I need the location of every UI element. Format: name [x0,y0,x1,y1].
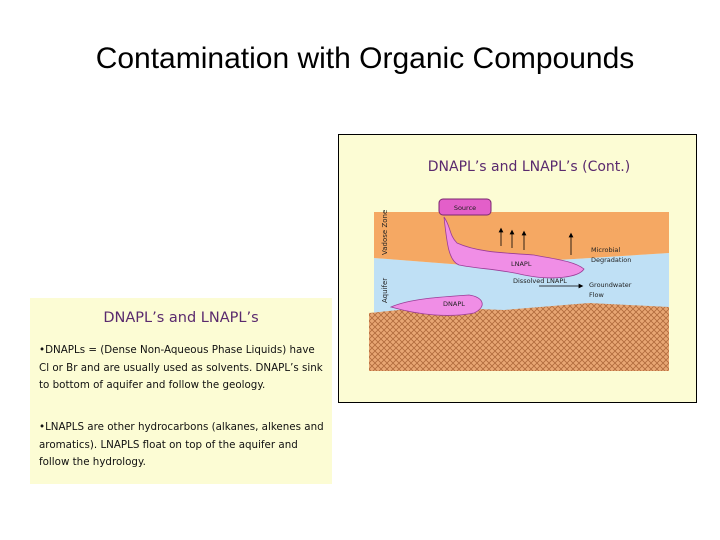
lnapl-label: LNAPL [511,260,532,268]
source-box [438,198,492,216]
bedrock-layer [369,303,669,371]
napl-cross-section-figure: DNAPL’s and LNAPL’s (Cont.) Source Vados… [338,134,697,403]
dnapl-pool [389,294,483,316]
panel-title: DNAPL’s and LNAPL’s [103,310,259,326]
flow-label: Flow [589,291,605,299]
microbial-label: Microbial [591,246,620,254]
dissolved-lnapl-label: Dissolved LNAPL [513,277,567,285]
napl-cross-section-diagram: DNAPL’s and LNAPL’s (Cont.) Source Vados… [369,159,669,371]
vadose-zone-label: Vadose Zone [381,210,389,255]
groundwater-label: Groundwater [589,281,632,289]
lnapl-plume [443,216,585,279]
source-label: Source [454,204,476,212]
lnapl-definition: •LNAPLS are other hydrocarbons (alkanes,… [39,421,324,468]
slide-title: Contamination with Organic Compounds [95,42,635,75]
degradation-label: Degradation [591,256,631,264]
dnapl-definition: •DNAPLs = (Dense Non-Aqueous Phase Liqui… [39,344,323,391]
figure-title: DNAPL’s and LNAPL’s (Cont.) [428,159,630,175]
dnapl-label: DNAPL [443,300,465,308]
napl-definitions-panel: DNAPL’s and LNAPL’s •DNAPLs = (Dense Non… [30,298,332,484]
aquifer-label: Aquifer [381,278,389,303]
